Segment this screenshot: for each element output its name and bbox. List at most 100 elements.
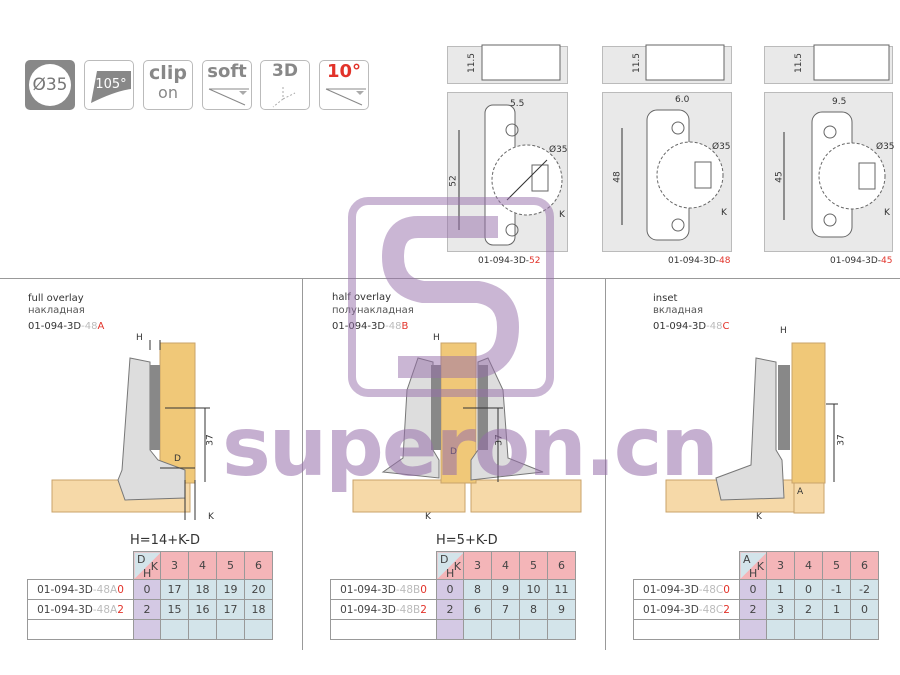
label: 01-094-3D- — [478, 256, 530, 266]
model-cell: 01-094-3D-48A2 — [27, 599, 134, 620]
label: Ø35 — [549, 145, 568, 155]
k-header-cell: 6 — [850, 551, 879, 580]
label: 01-094-3D- — [830, 256, 882, 266]
label: H — [433, 333, 440, 343]
h-cell: 0 — [436, 579, 464, 600]
value-cell — [188, 619, 217, 640]
label: Ø35 — [876, 142, 895, 152]
value-cell: -2 — [850, 579, 879, 600]
label: 6.0 — [675, 95, 690, 105]
label: Ø35 — [29, 64, 71, 106]
label: full overlay — [28, 293, 84, 304]
label: 45 — [774, 171, 785, 183]
value-cell — [634, 552, 740, 580]
value-cell — [491, 619, 520, 640]
section-code: 01-094-3D-48A — [28, 321, 104, 332]
watermark-text: superon.cn — [222, 400, 719, 495]
k-header-cell: 4 — [188, 551, 217, 580]
label: 01-094-3D — [332, 321, 386, 332]
label: K — [425, 512, 431, 522]
plate-code-45: 01-094-3D-45 — [830, 256, 892, 266]
section-code: 01-094-3D-48B — [332, 321, 408, 332]
plate-code-48: 01-094-3D-48 — [668, 256, 730, 266]
value-cell — [822, 619, 851, 640]
value-cell: 2 — [794, 599, 823, 620]
k-header-cell: 5 — [519, 551, 548, 580]
k-header-cell: 3 — [463, 551, 492, 580]
value-cell — [160, 619, 189, 640]
label: soft — [207, 61, 247, 82]
k-header-cell: 6 — [244, 551, 273, 580]
label: H=5+K-D — [436, 533, 498, 548]
plate-code-52: 01-094-3D-52 — [478, 256, 540, 266]
h-cell: 2 — [436, 599, 464, 620]
label: 11.5 — [632, 52, 643, 74]
label: 48 — [719, 256, 731, 266]
label: K — [559, 210, 565, 220]
model-cell — [633, 619, 740, 640]
k-header-cell: 4 — [794, 551, 823, 580]
k-header-cell: 5 — [216, 551, 245, 580]
value-cell: 1 — [822, 599, 851, 620]
model-cell — [27, 619, 134, 640]
inset-diagram — [665, 342, 838, 514]
h-cell — [133, 619, 161, 640]
label: 01-094-3D — [28, 321, 82, 332]
label: 01-094-3D — [653, 321, 707, 332]
label: 01-094-3D — [37, 603, 93, 616]
section-code: 01-094-3D-48C — [653, 321, 729, 332]
label: D — [137, 553, 146, 566]
label: A — [743, 553, 751, 566]
label: 37 — [836, 434, 847, 446]
label: B — [401, 321, 409, 332]
label: D — [440, 553, 449, 566]
h-cell: 0 — [133, 579, 161, 600]
label: 2 — [723, 603, 730, 616]
value-cell: 18 — [244, 599, 273, 620]
value-cell — [244, 619, 273, 640]
value-cell: 17 — [160, 579, 189, 600]
label: C — [722, 321, 730, 332]
model-cell: 01-094-3D-48A0 — [27, 579, 134, 600]
model-cell: 01-094-3D-48C0 — [633, 579, 740, 600]
vertical-divider — [302, 278, 303, 650]
value-cell: 6 — [463, 599, 492, 620]
value-cell: 7 — [491, 599, 520, 620]
label: H — [446, 567, 455, 580]
label: K — [756, 560, 764, 573]
k-header-cell: 3 — [160, 551, 189, 580]
label: A — [797, 487, 804, 497]
h-cell — [739, 619, 767, 640]
label: -48 — [385, 321, 402, 332]
label: K — [721, 208, 727, 218]
label: 01-094-3D — [37, 583, 93, 596]
label: on — [158, 83, 178, 102]
label: 0 — [723, 583, 730, 596]
value-cell: 10 — [519, 579, 548, 600]
label: H — [749, 567, 758, 580]
h-cell — [436, 619, 464, 640]
value-cell: 9 — [491, 579, 520, 600]
k-header-cell: 3 — [766, 551, 795, 580]
label: 01-094-3D — [643, 603, 699, 616]
value-cell — [463, 619, 492, 640]
label: K — [884, 208, 890, 218]
label: K — [756, 512, 762, 522]
label: inset — [653, 293, 678, 304]
value-cell: 11 — [547, 579, 576, 600]
label: D — [450, 447, 457, 457]
value-cell: 15 — [160, 599, 189, 620]
label: 52 — [448, 175, 459, 187]
table-row — [27, 619, 273, 640]
label: 48 — [612, 171, 623, 183]
